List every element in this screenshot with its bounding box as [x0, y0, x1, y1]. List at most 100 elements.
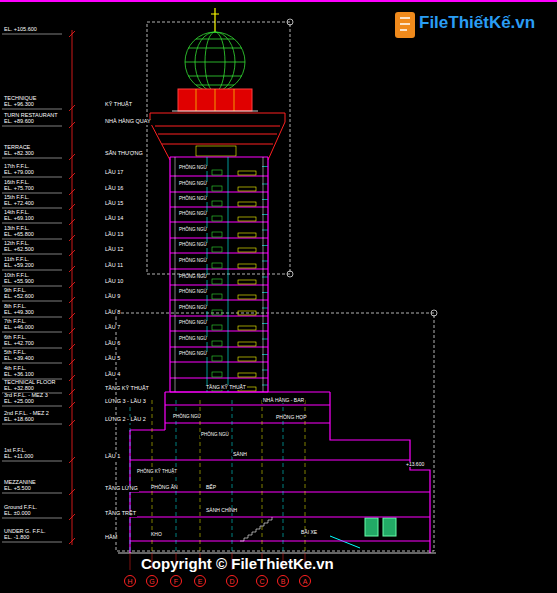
- annotation-text: PHÒNG NGỦ: [178, 290, 208, 295]
- annotation-text: 12th F.F.L.: [3, 241, 30, 247]
- annotation-text: 1st F.F.L.: [3, 448, 27, 454]
- annotation-text: PHÒNG NGỦ: [178, 259, 208, 264]
- annotation-text: 13th F.F.L.: [3, 226, 30, 232]
- annotation-text: EL. ±0.000: [3, 511, 32, 517]
- annotation-text: TẦNG TRỆT: [104, 511, 137, 517]
- annotation-text: NHÀ HÀNG QUAY: [104, 119, 152, 125]
- annotation-text: PHÒNG NGỦ: [178, 352, 208, 357]
- logo-icon: [395, 12, 415, 38]
- annotation-text: EL. +25.000: [3, 399, 35, 405]
- annotation-text: KỸ THUẬT: [104, 102, 133, 108]
- spire-mark: [211, 14, 219, 15]
- annotation-text: EL. +18.600: [3, 417, 35, 423]
- annotation-text: PHÒNG NGỦ: [178, 197, 208, 202]
- grid-bubble: H: [124, 575, 136, 587]
- grid-bubble: B: [277, 575, 289, 587]
- annotation-text: EL. +49.300: [3, 310, 35, 316]
- annotation-text: EL. +69.100: [3, 216, 35, 222]
- annotation-text: EL. +65.800: [3, 232, 35, 238]
- section-lines: [2, 30, 436, 570]
- annotation-text: 3rd F.F.L. - MEZ 3: [3, 393, 49, 399]
- annotation-text: LẦU 14: [104, 216, 124, 222]
- annotation-text: EL. +5.500: [3, 486, 32, 492]
- annotation-text: TECHNIQUE: [3, 96, 37, 102]
- logo-icon-lines: [400, 18, 410, 30]
- grid-letter: C: [259, 578, 264, 585]
- annotation-text: TẦNG KỸ THUẬT: [104, 386, 150, 392]
- annotation-text: LẦU 13: [104, 232, 124, 238]
- annotation-text: PHÒNG NGỦ: [200, 433, 230, 438]
- crown-base: [172, 89, 258, 111]
- annotation-text: BẾP: [205, 485, 217, 490]
- annotation-text: UNDER G. F.F.L.: [3, 529, 47, 535]
- equipment: [330, 518, 396, 548]
- annotation-text: 17th F.F.L.: [3, 164, 30, 170]
- annotation-text: LẦU 10: [104, 279, 124, 285]
- annotation-text: 10th F.F.L.: [3, 273, 30, 279]
- logo-text: FileThiếtKế.vn: [418, 14, 536, 31]
- annotation-text: SẢNH: [232, 452, 248, 457]
- annotation-text: +13.600: [405, 462, 425, 467]
- annotation-text: EL. -1.800: [3, 535, 30, 541]
- annotation-text: PHÒNG NGỦ: [178, 228, 208, 233]
- annotation-text: 15th F.F.L.: [3, 195, 30, 201]
- annotation-text: EL. +75.700: [3, 186, 35, 192]
- annotation-text: EL. +96.300: [3, 102, 35, 108]
- grid-letter: A: [303, 578, 308, 585]
- annotation-text: MEZZANINE: [3, 480, 37, 486]
- grid-letter: D: [229, 578, 234, 585]
- annotation-text: EL. +46.000: [3, 325, 35, 331]
- annotation-text: BÃI XE: [300, 530, 318, 535]
- annotation-text: 5th F.F.L.: [3, 350, 27, 356]
- annotation-text: PHÒNG ĂN: [150, 485, 179, 490]
- grid-bubble: F: [170, 575, 182, 587]
- annotation-text: EL. +42.700: [3, 341, 35, 347]
- annotation-text: LẦU 12: [104, 247, 124, 253]
- annotation-text: EL. +82.300: [3, 151, 35, 157]
- annotation-text: PHÒNG NGỦ: [178, 182, 208, 187]
- annotation-text: LẦU 17: [104, 170, 124, 176]
- annotation-text: PHÒNG NGỦ: [178, 275, 208, 280]
- annotation-text: PHÒNG HỌP: [275, 415, 308, 420]
- grid-bubble: E: [194, 575, 206, 587]
- annotation-text: PHÒNG NGỦ: [178, 212, 208, 217]
- annotation-text: LẦU 1: [104, 454, 121, 460]
- annotation-text: HẦM: [104, 535, 118, 541]
- annotation-text: TẦNG LỬNG: [104, 486, 139, 492]
- annotation-text: LẦU 16: [104, 186, 124, 192]
- grid-letter: H: [127, 578, 132, 585]
- watermark: Copyright © FileThietKe.vn: [140, 556, 335, 571]
- annotation-text: LẦU 6: [104, 341, 121, 347]
- annotation-text: EL. +36.100: [3, 372, 35, 378]
- annotation-text: EL. +105.600: [3, 27, 38, 33]
- annotation-text: LẦU 8: [104, 310, 121, 316]
- border-line: [0, 0, 557, 2]
- annotation-text: LỬNG 2 - LẦU 2: [104, 417, 147, 423]
- annotation-text: PHÒNG NGỦ: [172, 415, 202, 420]
- annotation-text: TERRACE: [3, 145, 31, 151]
- annotation-text: 8th F.F.L.: [3, 304, 27, 310]
- annotation-text: 4th F.F.L.: [3, 366, 27, 372]
- annotation-text: EL. +32.800: [3, 386, 35, 392]
- globe: [185, 32, 245, 92]
- annotation-text: PHÒNG NGỦ: [178, 243, 208, 248]
- annotation-text: EL. +79.000: [3, 170, 35, 176]
- annotation-text: EL. +89.600: [3, 119, 35, 125]
- annotation-text: EL. +52.600: [3, 294, 35, 300]
- annotation-text: PHÒNG NGỦ: [178, 306, 208, 311]
- annotation-text: KHO: [150, 532, 163, 537]
- annotation-text: EL. +11.000: [3, 454, 34, 460]
- annotation-text: TURN RESTAURANT: [3, 113, 59, 119]
- annotation-text: 2nd F.F.L. - MEZ 2: [3, 411, 50, 417]
- grid-letter: E: [198, 578, 203, 585]
- annotation-text: PHÒNG KỸ THUẬT: [136, 470, 178, 475]
- annotation-text: TẦNG KỸ THUẬT: [205, 385, 247, 390]
- annotation-text: EL. +39.400: [3, 356, 35, 362]
- spire: [214, 8, 215, 32]
- annotation-text: NHÀ HÀNG - BAR: [262, 398, 305, 403]
- annotation-text: PHÒNG NGỦ: [178, 321, 208, 326]
- annotation-text: PHÒNG NGỦ: [178, 337, 208, 342]
- annotation-text: PHÒNG NGỦ: [178, 166, 208, 171]
- annotation-text: LẦU 7: [104, 325, 121, 331]
